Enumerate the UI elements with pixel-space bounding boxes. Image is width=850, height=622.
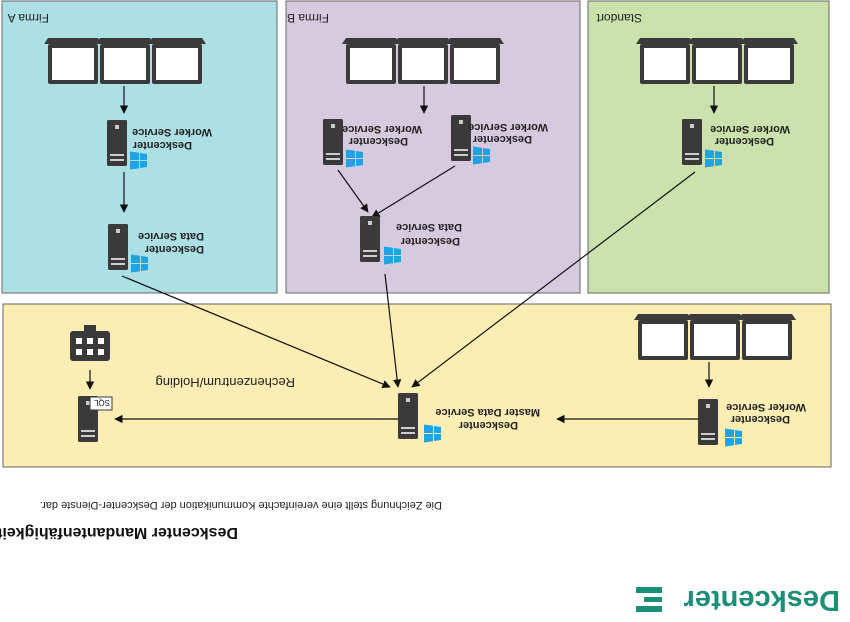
sql-tag xyxy=(89,396,113,411)
firma-b-worker-right-line1: Deskcenter xyxy=(472,133,532,145)
diagram-title: Deskcenter Mandantenfähigkeit xyxy=(0,524,238,541)
rz-worker-server-icon xyxy=(698,399,718,445)
deskcenter-logo-icon xyxy=(636,587,662,612)
firma-b-data-server-icon xyxy=(360,216,380,262)
rechenzentrum-label: Rechenzentrum/Holding xyxy=(156,375,295,390)
firma-a-data-line1: Deskcenter xyxy=(144,243,204,255)
firma-a-label: Firma A xyxy=(8,11,49,25)
rz-laptops xyxy=(634,314,796,360)
firma-a-worker-server-icon xyxy=(107,120,127,166)
firma-b-worker-left-line2: Worker Service xyxy=(342,123,422,135)
arrows xyxy=(85,86,719,424)
arrow-firmab-data-master xyxy=(384,273,402,388)
firma-b-data-line2: Data Service xyxy=(396,221,462,233)
building-device-icon xyxy=(70,325,110,361)
firma-b-laptops xyxy=(342,38,504,84)
firma-b-label: Firma B xyxy=(287,11,329,25)
firma-a-worker-line2: Worker Service xyxy=(132,126,212,138)
standort-laptops xyxy=(636,38,798,84)
rz-worker-line2: Worker Service xyxy=(726,401,806,413)
rz-worker-line1: Deskcenter xyxy=(730,413,790,425)
firma-a-data-line2: Data Service xyxy=(138,230,204,242)
firma-b-worker-left-server-icon xyxy=(323,119,343,165)
firma-a-data-server-icon xyxy=(108,224,128,270)
diagram-caption: Die Zeichnung stellt eine vereinfachte K… xyxy=(40,499,442,511)
master-line1: Deskcenter xyxy=(458,419,518,431)
arrow-firmaa-data-master xyxy=(121,275,391,388)
arrow-standort-master xyxy=(411,171,696,388)
firma-a-laptops xyxy=(44,38,206,84)
firma-a-worker-line1: Deskcenter xyxy=(132,139,192,151)
arrow-firmab-worker-left xyxy=(337,169,369,213)
firma-b-worker-right-line2: Worker Service xyxy=(468,121,548,133)
standort-server-icon xyxy=(682,119,702,165)
standort-worker-line1: Deskcenter xyxy=(714,135,774,147)
sql-label: SQL xyxy=(93,398,110,407)
firma-b-worker-left-line1: Deskcenter xyxy=(348,135,408,147)
firma-b-data-line1: Deskcenter xyxy=(400,235,460,247)
standort-label: Standort xyxy=(596,11,642,25)
standort-worker-line2: Worker Service xyxy=(710,123,790,135)
deskcenter-logo-text: Deskcenter xyxy=(684,584,840,616)
master-line2: Master Data Service xyxy=(435,406,540,418)
arrow-firmab-worker-right xyxy=(371,165,456,218)
master-server-icon xyxy=(398,393,418,439)
